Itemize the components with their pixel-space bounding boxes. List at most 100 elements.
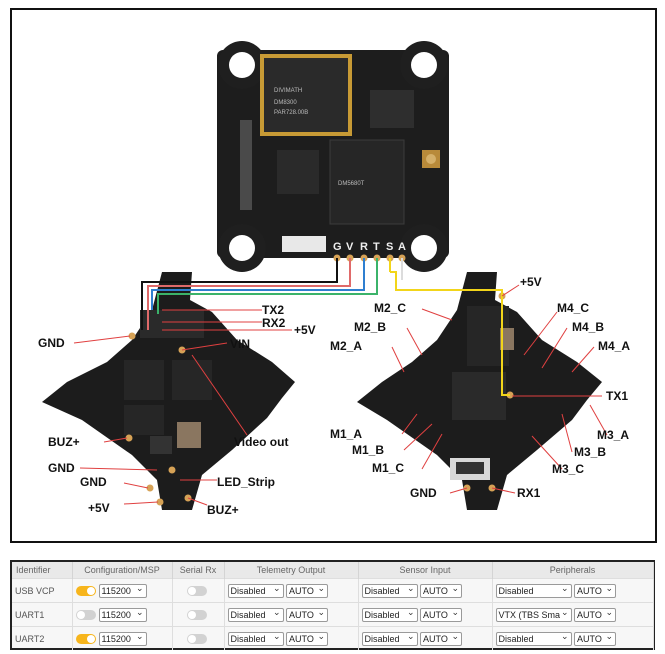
table-row: USB VCP 115200 Disabled AUTO Disabled AU… (12, 578, 654, 603)
header-serial-rx: Serial Rx (172, 562, 225, 579)
header-configuration-msp: Configuration/MSP (72, 562, 173, 579)
peripheral-select[interactable]: Disabled (495, 583, 572, 598)
sensor-select[interactable]: Disabled (361, 607, 418, 622)
telemetry-baud-select[interactable]: AUTO (286, 631, 329, 646)
header-peripherals: Peripherals (492, 562, 654, 579)
peripheral-select[interactable]: Disabled (495, 631, 572, 646)
label-rx1: RX1 (517, 486, 541, 500)
wiring-diagram: DIVIMATH DM8300 PAR728.00B DM5680T G V R… (10, 8, 657, 543)
msp-baud-select[interactable]: 115200 (98, 631, 147, 646)
label-m3c: M3_C (552, 462, 584, 476)
msp-toggle[interactable] (75, 633, 96, 644)
label-m4a: M4_A (598, 339, 630, 353)
msp-cell: 115200 (72, 602, 173, 627)
label-led-strip: LED_Strip (217, 475, 275, 489)
telemetry-select[interactable]: Disabled (227, 607, 284, 622)
label-right-gnd: GND (410, 486, 437, 500)
label-m3b: M3_B (574, 445, 606, 459)
right-flight-controller (357, 272, 602, 510)
vtx-pin-s: S (386, 241, 393, 253)
table-row: UART1 115200 Disabled AUTO Disabled AUTO… (12, 602, 654, 627)
label-rx2: RX2 (262, 316, 286, 330)
msp-toggle[interactable] (75, 585, 96, 596)
label-m4c: M4_C (557, 301, 589, 315)
ports-table: Identifier Configuration/MSP Serial Rx T… (12, 562, 654, 650)
sensor-baud-select[interactable]: AUTO (420, 583, 463, 598)
vtx-pin-g: G (333, 241, 342, 253)
label-m3a: M3_A (597, 428, 629, 442)
label-m2a: M2_A (330, 339, 362, 353)
serial-rx-cell (172, 626, 225, 650)
peripherals-cell: VTX (TBS Sma AUTO (492, 602, 654, 627)
label-m1b: M1_B (352, 443, 384, 457)
label-tx2: TX2 (262, 303, 284, 317)
sensor-select[interactable]: Disabled (361, 583, 418, 598)
vtx-pin-a: A (398, 241, 406, 253)
label-left-buz-plus: BUZ+ (48, 435, 80, 449)
label-left-buz-plus-bottom: BUZ+ (207, 503, 239, 517)
msp-cell: 115200 (72, 578, 173, 603)
port-identifier: UART1 (12, 602, 73, 627)
label-left-gnd-mid: GND (48, 461, 75, 475)
chip-top-label: DM8300 (274, 100, 297, 106)
label-video-out: Video out (234, 435, 288, 449)
label-tx1: TX1 (606, 389, 628, 403)
peripheral-baud-select[interactable]: AUTO (574, 631, 617, 646)
serial-rx-toggle[interactable] (186, 585, 207, 596)
telemetry-baud-select[interactable]: AUTO (286, 607, 329, 622)
telemetry-cell: Disabled AUTO (224, 626, 359, 650)
wiring-diagram-svg: DIVIMATH DM8300 PAR728.00B DM5680T G V R… (38, 41, 630, 517)
chip-top-sub-label: PAR728.00B (274, 110, 308, 116)
peripheral-select[interactable]: VTX (TBS Sma (495, 607, 572, 622)
serial-rx-toggle[interactable] (186, 609, 207, 620)
label-left-gnd-low: GND (80, 475, 107, 489)
ports-panel: Identifier Configuration/MSP Serial Rx T… (10, 560, 655, 650)
telemetry-select[interactable]: Disabled (227, 583, 284, 598)
header-telemetry-output: Telemetry Output (224, 562, 359, 579)
msp-toggle[interactable] (75, 609, 96, 620)
label-right-5v: +5V (520, 275, 542, 289)
label-m1c: M1_C (372, 461, 404, 475)
sensor-baud-select[interactable]: AUTO (420, 607, 463, 622)
sensor-cell: Disabled AUTO (358, 578, 493, 603)
serial-rx-cell (172, 602, 225, 627)
left-flight-controller (42, 272, 295, 510)
wires (141, 258, 510, 396)
msp-baud-select[interactable]: 115200 (98, 607, 147, 622)
label-vin: VIN (230, 337, 250, 351)
right-leader-lines (391, 284, 608, 494)
vtx-pin-r: R (360, 241, 368, 253)
label-m2c: M2_C (374, 301, 406, 315)
vtx-board: DIVIMATH DM8300 PAR728.00B DM5680T G V R… (217, 41, 449, 272)
header-identifier: Identifier (12, 562, 73, 579)
label-left-5v: +5V (294, 323, 316, 337)
label-m4b: M4_B (572, 320, 604, 334)
serial-rx-cell (172, 578, 225, 603)
telemetry-cell: Disabled AUTO (224, 578, 359, 603)
msp-baud-select[interactable]: 115200 (98, 583, 147, 598)
chip-main-label: DM5680T (338, 181, 365, 187)
left-leader-lines (73, 309, 292, 506)
sensor-select[interactable]: Disabled (361, 631, 418, 646)
telemetry-select[interactable]: Disabled (227, 631, 284, 646)
sensor-cell: Disabled AUTO (358, 626, 493, 650)
port-identifier: USB VCP (12, 578, 73, 603)
header-sensor-input: Sensor Input (358, 562, 493, 579)
telemetry-baud-select[interactable]: AUTO (286, 583, 329, 598)
peripherals-cell: Disabled AUTO (492, 626, 654, 650)
peripheral-baud-select[interactable]: AUTO (574, 583, 617, 598)
peripherals-cell: Disabled AUTO (492, 578, 654, 603)
table-row: UART2 115200 Disabled AUTO Disabled AUTO… (12, 626, 654, 650)
chip-brand-label: DIVIMATH (274, 88, 302, 94)
peripheral-baud-select[interactable]: AUTO (574, 607, 617, 622)
label-left-5v-bottom: +5V (88, 501, 110, 515)
port-identifier: UART2 (12, 626, 73, 650)
vtx-pin-t: T (373, 241, 380, 253)
serial-rx-toggle[interactable] (186, 633, 207, 644)
label-left-gnd-top: GND (38, 336, 65, 350)
telemetry-cell: Disabled AUTO (224, 602, 359, 627)
sensor-baud-select[interactable]: AUTO (420, 631, 463, 646)
ports-table-header: Identifier Configuration/MSP Serial Rx T… (12, 562, 654, 579)
sensor-cell: Disabled AUTO (358, 602, 493, 627)
vtx-pin-v: V (346, 241, 354, 253)
